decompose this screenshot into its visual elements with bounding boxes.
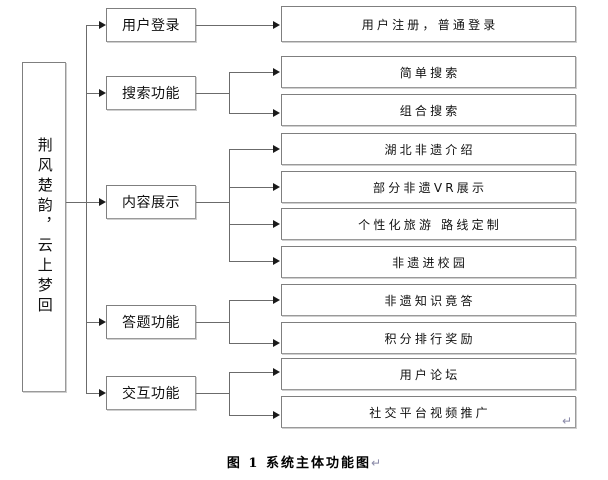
leaf-line-4-2 bbox=[229, 343, 274, 344]
branch-line-4 bbox=[86, 322, 100, 323]
leaf-node-custom-route[interactable]: 个性化旅游 路线定制 bbox=[281, 208, 576, 240]
root-stem-line bbox=[66, 202, 87, 203]
arrow-to-leaf-4-1 bbox=[273, 296, 280, 304]
paragraph-return-icon: ↵ bbox=[561, 414, 572, 428]
leaf-line-2-1 bbox=[229, 72, 274, 73]
leaf-line-1-1 bbox=[196, 25, 274, 26]
branch-node-quiz[interactable]: 答题功能 bbox=[106, 305, 196, 339]
leaf-line-4-1 bbox=[229, 300, 274, 301]
branch-line-5 bbox=[86, 393, 100, 394]
branch-line-1 bbox=[86, 25, 100, 26]
branch-node-content-display[interactable]: 内容展示 bbox=[106, 185, 196, 219]
fan-spine-5 bbox=[229, 372, 230, 416]
figure-caption: 图 1 系统主体功能图↵ bbox=[0, 452, 608, 471]
fan-spine-4 bbox=[229, 300, 230, 344]
leaf-node-social-video-promo[interactable]: 社交平台视频推广 ↵ bbox=[281, 396, 576, 428]
leaf-node-register-login[interactable]: 用户注册，普通登录 bbox=[281, 6, 576, 42]
leaf-line-3-2 bbox=[229, 187, 274, 188]
arrow-to-leaf-3-4 bbox=[273, 257, 280, 265]
leaf-node-user-forum[interactable]: 用户论坛 bbox=[281, 358, 576, 390]
leaf-node-social-video-promo-label: 社交平台视频推广 bbox=[369, 405, 491, 420]
leaf-node-ich-quiz[interactable]: 非遗知识竟答 bbox=[281, 284, 576, 316]
arrow-to-branch-3 bbox=[99, 198, 106, 206]
leaf-node-points-ranking[interactable]: 积分排行奖励 bbox=[281, 322, 576, 354]
arrow-to-leaf-3-3 bbox=[273, 220, 280, 228]
leaf-node-ich-into-campus[interactable]: 非遗进校园 bbox=[281, 246, 576, 278]
fan-stem-3 bbox=[196, 202, 230, 203]
fan-spine-3 bbox=[229, 149, 230, 261]
fan-stem-2 bbox=[196, 93, 230, 94]
arrow-to-branch-1 bbox=[99, 21, 106, 29]
arrow-to-leaf-3-1 bbox=[273, 145, 280, 153]
fan-spine-2 bbox=[229, 72, 230, 114]
leaf-node-vr-display[interactable]: 部分非遗VR展示 bbox=[281, 171, 576, 203]
leaf-line-3-4 bbox=[229, 261, 274, 262]
branch-line-3 bbox=[86, 202, 100, 203]
leaf-node-simple-search[interactable]: 简单搜索 bbox=[281, 56, 576, 88]
branch-line-2 bbox=[86, 93, 100, 94]
leaf-line-2-2 bbox=[229, 113, 274, 114]
branch-node-search[interactable]: 搜索功能 bbox=[106, 76, 196, 110]
arrow-to-leaf-3-2 bbox=[273, 183, 280, 191]
leaf-line-5-2 bbox=[229, 415, 274, 416]
arrow-to-leaf-5-1 bbox=[273, 368, 280, 376]
caption-return-icon: ↵ bbox=[371, 456, 382, 470]
trunk-line bbox=[86, 25, 87, 393]
leaf-node-hubei-ich-intro[interactable]: 湖北非遗介绍 bbox=[281, 133, 576, 165]
fan-stem-4 bbox=[196, 322, 230, 323]
branch-node-user-login[interactable]: 用户登录 bbox=[106, 8, 196, 42]
arrow-to-leaf-1-1 bbox=[273, 21, 280, 29]
arrow-to-leaf-4-2 bbox=[273, 339, 280, 347]
arrow-to-branch-2 bbox=[99, 89, 106, 97]
branch-node-interaction[interactable]: 交互功能 bbox=[106, 376, 196, 410]
leaf-line-3-1 bbox=[229, 149, 274, 150]
arrow-to-leaf-5-2 bbox=[273, 411, 280, 419]
leaf-line-3-3 bbox=[229, 224, 274, 225]
fan-stem-5 bbox=[196, 393, 230, 394]
leaf-line-5-1 bbox=[229, 372, 274, 373]
arrow-to-leaf-2-1 bbox=[273, 68, 280, 76]
arrow-to-leaf-2-2 bbox=[273, 109, 280, 117]
figure-caption-text: 图 1 系统主体功能图 bbox=[226, 456, 372, 471]
leaf-node-combined-search[interactable]: 组合搜索 bbox=[281, 94, 576, 126]
arrow-to-branch-4 bbox=[99, 318, 106, 326]
arrow-to-branch-5 bbox=[99, 389, 106, 397]
root-node[interactable]: 荆风楚韵，云上梦回 bbox=[22, 62, 66, 392]
